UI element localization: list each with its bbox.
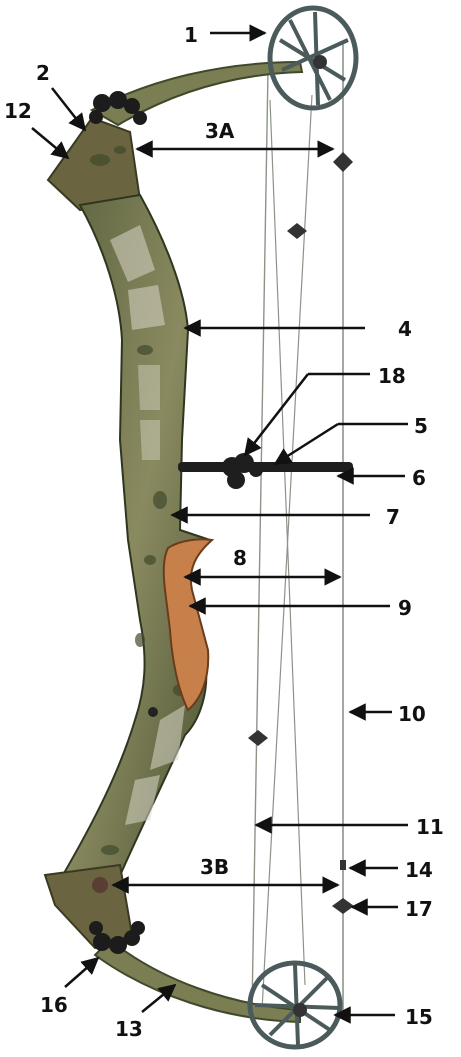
label-12: 12 — [4, 99, 32, 123]
label-6: 6 — [412, 466, 426, 490]
cable-guard — [178, 462, 353, 472]
label-16: 16 — [40, 993, 68, 1017]
arrow-2 — [52, 88, 85, 130]
arrow-12 — [32, 128, 68, 158]
label-18: 18 — [378, 364, 406, 388]
label-5: 5 — [414, 414, 428, 438]
cable-left — [252, 70, 268, 1010]
bow-strings — [252, 42, 343, 1012]
string-silencers — [248, 152, 354, 914]
label-3a: 3A — [205, 119, 235, 143]
riser-cutout — [138, 365, 160, 410]
label-13: 13 — [115, 1017, 143, 1041]
label-7: 7 — [386, 505, 400, 529]
arrow-18b — [245, 374, 308, 455]
bow-riser — [45, 62, 302, 1022]
string-loop — [340, 860, 346, 870]
arrow-5b — [275, 424, 338, 464]
label-9: 9 — [398, 596, 412, 620]
stabilizer-mount — [148, 707, 158, 717]
label-10: 10 — [398, 702, 426, 726]
limb-bolt — [92, 877, 108, 893]
label-17: 17 — [405, 897, 433, 921]
label-15: 15 — [405, 1005, 433, 1029]
arrow-rest-assembly — [222, 453, 263, 489]
riser-cutout — [140, 420, 160, 460]
label-3b: 3B — [200, 855, 229, 879]
lower-limb — [95, 940, 300, 1022]
lower-limb-pocket — [45, 865, 132, 948]
label-1: 1 — [184, 23, 198, 47]
label-11: 11 — [416, 815, 444, 839]
label-14: 14 — [405, 858, 433, 882]
bottom-cam — [250, 963, 340, 1047]
arrow-16 — [65, 958, 98, 987]
label-2: 2 — [36, 61, 50, 85]
label-8: 8 — [233, 546, 247, 570]
label-4: 4 — [398, 317, 412, 341]
